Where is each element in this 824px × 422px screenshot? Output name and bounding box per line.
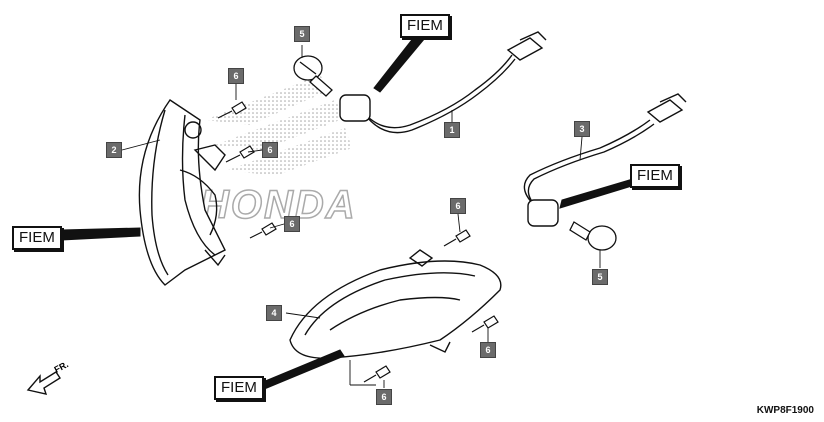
wire-harness-3 [523,93,687,227]
front-direction-arrow [26,371,61,395]
diagram-code: KWP8F1900 [756,405,814,416]
callout-5-lower: 5 [592,269,608,285]
callout-6-c: 6 [284,216,300,232]
callout-3: 3 [574,121,590,137]
wire-harness-1 [339,31,547,134]
bulb-lower [569,221,617,251]
callout-6-a: 6 [228,68,244,84]
screws [217,101,499,383]
fiem-arrows [61,31,637,391]
headlight-housing [138,99,226,286]
fiem-tag-bottom: FIEM [214,376,264,400]
fiem-tag-left: FIEM [12,226,62,250]
headlight-lens [289,249,502,359]
callout-6-f: 6 [376,389,392,405]
fiem-tag-top: FIEM [400,14,450,38]
fiem-tag-right: FIEM [630,164,680,188]
callout-1: 1 [444,122,460,138]
leader-lines [121,45,601,388]
honda-watermark-text: HONDA [200,183,357,227]
callout-4: 4 [266,305,282,321]
callout-6-b: 6 [262,142,278,158]
bulb-upper [293,55,333,97]
callout-6-d: 6 [450,198,466,214]
callout-5-upper: 5 [294,26,310,42]
callout-2: 2 [106,142,122,158]
callout-6-e: 6 [480,342,496,358]
